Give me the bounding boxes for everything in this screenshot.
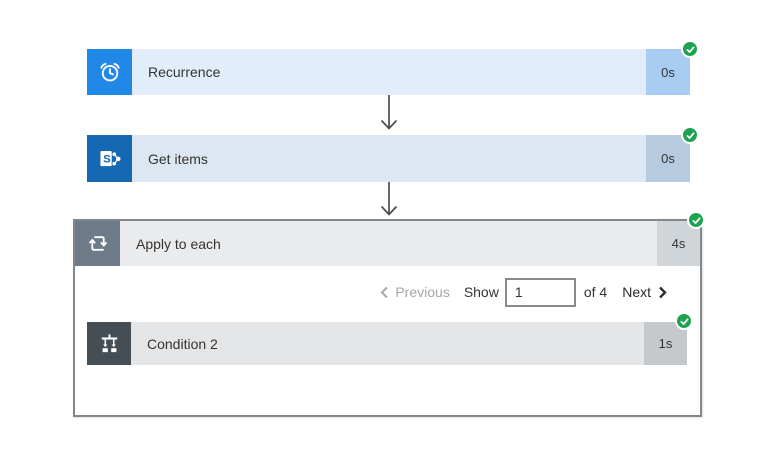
alarm-clock-icon: [87, 49, 132, 95]
svg-text:S: S: [103, 153, 111, 165]
previous-label: Previous: [395, 284, 450, 300]
status-success-icon: [681, 126, 699, 144]
action-title: Get items: [132, 135, 646, 182]
show-label: Show: [463, 284, 499, 300]
chevron-right-icon: [659, 286, 667, 298]
condition-icon: [87, 322, 131, 365]
loop-pagination: Previous Show of 4 Next: [380, 277, 667, 307]
action-title: Condition 2: [131, 322, 644, 365]
action-duration: 0s: [646, 135, 690, 182]
action-get-items[interactable]: S Get items 0s: [87, 126, 699, 182]
connector-arrow: [380, 182, 398, 216]
action-condition-2[interactable]: Condition 2 1s: [87, 312, 693, 365]
page-count-label: of 4: [583, 284, 608, 300]
connector-arrow: [380, 95, 398, 130]
scope-title: Apply to each: [120, 221, 657, 266]
action-duration: 0s: [646, 49, 690, 95]
next-label: Next: [622, 284, 651, 300]
status-success-icon: [681, 40, 699, 58]
action-title: Recurrence: [132, 49, 646, 95]
previous-button[interactable]: Previous: [380, 284, 450, 300]
chevron-left-icon: [380, 286, 389, 298]
status-success-icon: [687, 211, 705, 229]
page-number-input[interactable]: [504, 277, 576, 307]
action-recurrence[interactable]: Recurrence 0s: [87, 40, 699, 95]
scope-header-apply-to-each[interactable]: Apply to each 4s: [75, 221, 700, 266]
loop-icon: [75, 221, 120, 266]
scope-apply-to-each: Apply to each 4s Previous Show of 4 Next: [73, 211, 705, 417]
next-button[interactable]: Next: [622, 284, 667, 300]
sharepoint-icon: S: [87, 135, 132, 182]
status-success-icon: [675, 312, 693, 330]
